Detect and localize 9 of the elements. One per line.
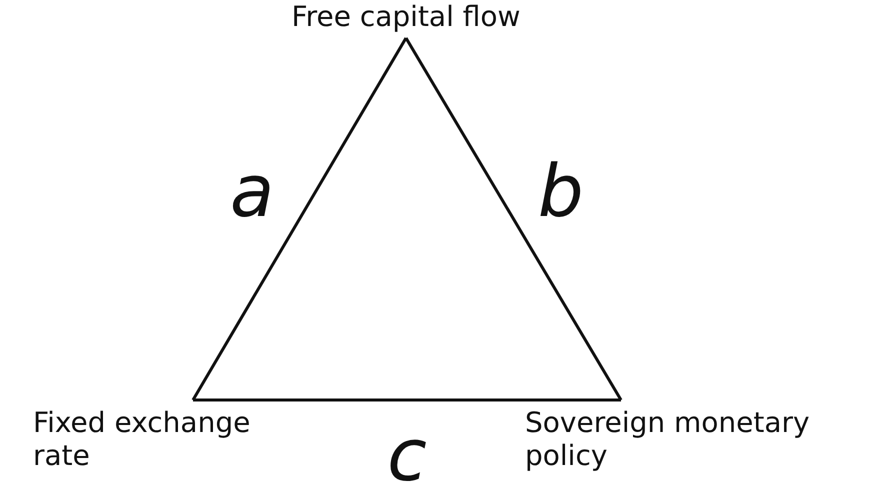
triangle-side bbox=[192, 37, 408, 401]
edge-label: c bbox=[387, 419, 427, 491]
edge-label: a bbox=[230, 155, 274, 228]
vertex-label: Free capital flow bbox=[292, 0, 520, 33]
triangle-side bbox=[404, 37, 622, 401]
vertex-label: Fixed exchange rate bbox=[33, 406, 250, 472]
edge-label: b bbox=[538, 154, 584, 227]
vertex-label: Sovereign monetary policy bbox=[525, 406, 810, 472]
triangle-side bbox=[193, 398, 621, 402]
